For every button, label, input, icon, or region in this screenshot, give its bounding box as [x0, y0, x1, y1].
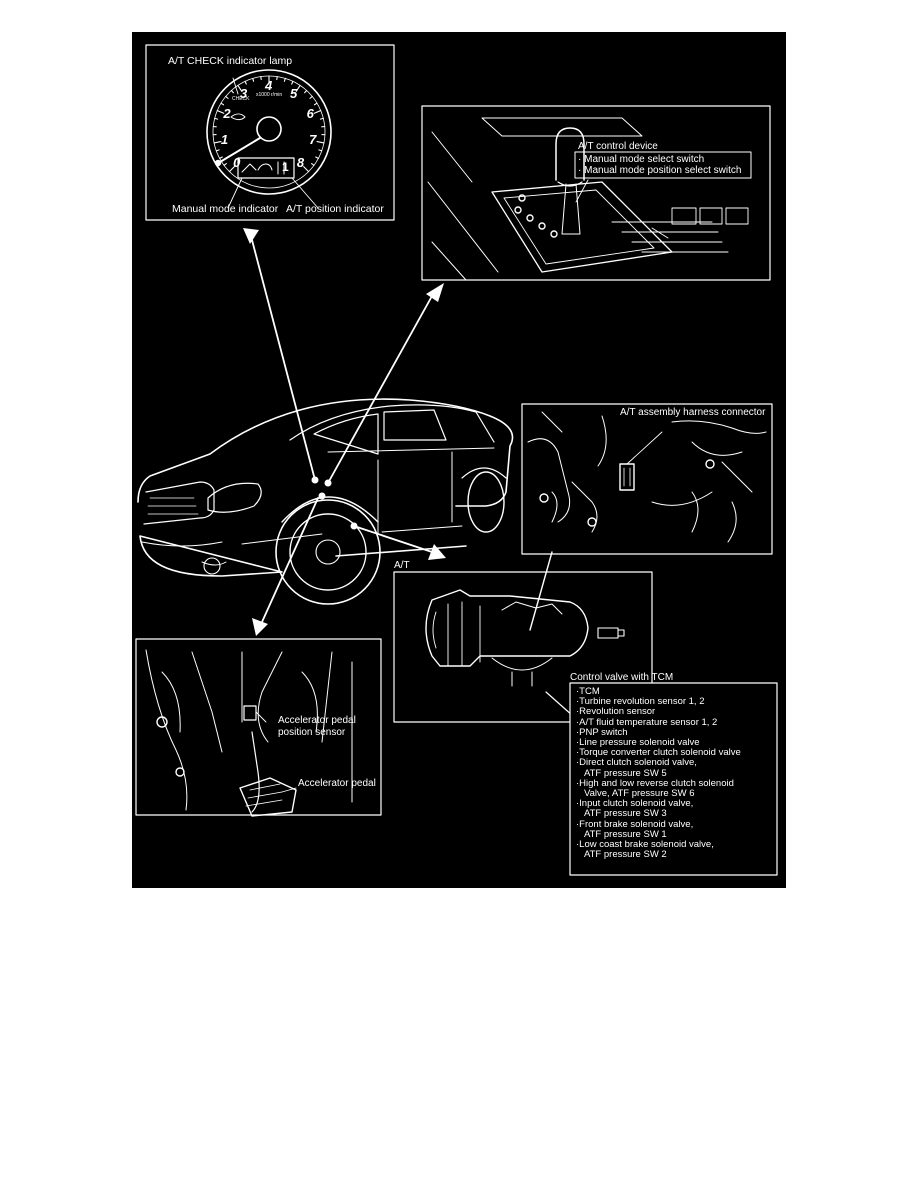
control-valve-item: Direct clutch solenoid valve,: [576, 758, 741, 768]
meter-location-dot: [311, 476, 319, 484]
harness-connector-panel: [521, 403, 773, 555]
pedal-panel: [135, 638, 382, 817]
control-valve-item: TCM: [576, 686, 741, 697]
tachometer-tick: [295, 84, 301, 92]
pedal-sensor-label-line2: position sensor: [278, 727, 346, 738]
shifter-item-2: · Manual mode position select switch: [578, 165, 742, 176]
tachometer-tick: [214, 117, 219, 120]
tachometer-tick: [223, 163, 227, 166]
tachometer-tick: [225, 95, 229, 99]
check-lamp-label: A/T CHECK indicator lamp: [168, 55, 293, 67]
tachometer-tick: [244, 80, 247, 85]
control-device-label: A/T control device: [578, 141, 658, 152]
tachometer-tick: [313, 110, 322, 114]
pedal-sensor-label-line1: Accelerator pedal: [278, 715, 356, 726]
tachometer-tick: [304, 89, 308, 94]
control-valve-item: Front brake solenoid valve,: [576, 819, 741, 830]
control-valve-item: Turbine revolution sensor 1, 2: [576, 696, 741, 707]
tachometer-tick: [219, 156, 223, 159]
tachometer-tick: [319, 117, 324, 120]
tachometer-tick: [237, 84, 243, 92]
tachometer-tick: [303, 166, 310, 173]
tachometer-tick: [215, 149, 220, 152]
position-indicator-label: A/T position indicator: [286, 203, 384, 215]
tachometer-digit: 4: [265, 78, 273, 93]
control-valve-item: ATF pressure SW 3: [584, 808, 667, 820]
tachometer-tick: [283, 77, 286, 82]
transmission-location-dot: [350, 522, 358, 530]
control-valve-item: High and low reverse clutch solenoid: [576, 778, 741, 789]
control-valve-items: TCMTurbine revolution sensor 1, 2Revolut…: [576, 686, 741, 861]
control-valve-item: A/T fluid temperature sensor 1, 2: [576, 717, 741, 728]
control-valve-item: Torque converter clutch solenoid valve: [576, 748, 741, 758]
tachometer-tick: [311, 163, 315, 166]
tachometer-tick: [216, 110, 225, 114]
shifter-item-2-text: Manual mode position select switch: [584, 165, 742, 176]
tachometer-digit: 7: [309, 131, 317, 147]
gear-position-display: 1: [282, 160, 289, 174]
control-valve-item: Low coast brake solenoid valve,: [576, 839, 741, 850]
tachometer-tick: [230, 89, 234, 94]
tachometer-digit: 6: [306, 105, 314, 121]
shifter-location-dot: [324, 479, 332, 487]
control-valve-title: Control valve with TCM: [570, 672, 674, 683]
shifter-panel: [421, 105, 771, 281]
control-valve-item: Input clutch solenoid valve,: [576, 799, 741, 809]
control-valve-item: Valve, ATF pressure SW 6: [584, 788, 695, 800]
tachometer-tick: [315, 156, 319, 159]
shifter-item-1-text: Manual mode select switch: [584, 154, 705, 165]
shifter-item-1: · Manual mode select switch: [578, 154, 705, 165]
control-valve-item: Line pressure solenoid valve: [576, 737, 741, 748]
tachometer-tick: [228, 166, 235, 173]
tachometer-digit: 0: [233, 154, 241, 170]
pointer-lines: [243, 228, 583, 725]
tachometer-digit: 3: [239, 85, 248, 101]
tachometer-digit: 2: [223, 105, 231, 121]
control-valve-item: PNP switch: [576, 727, 741, 738]
tachometer-tick: [318, 149, 323, 152]
manual-mode-indicator-label: Manual mode indicator: [172, 203, 279, 215]
combination-meter-panel: [145, 44, 395, 221]
tachometer-tick: [213, 141, 222, 144]
check-text: CHECK: [232, 96, 250, 102]
tachometer-tick: [313, 102, 318, 106]
tachometer-digit: 5: [290, 85, 298, 101]
tachometer-tick: [291, 80, 294, 85]
harness-connector-label: A/T assembly harness connector: [620, 407, 766, 418]
accelerator-pedal-label: Accelerator pedal: [298, 778, 376, 789]
tachometer-tick: [252, 77, 255, 82]
tachometer-tick: [220, 102, 225, 106]
pedal-location-dot: [318, 492, 326, 500]
rpm-caption: x1000 r/min: [256, 92, 283, 98]
tachometer-tick: [309, 95, 313, 99]
control-valve-item: ATF pressure SW 1: [584, 828, 667, 840]
at-label: A/T: [394, 560, 410, 571]
control-valve-item: ATF pressure SW 2: [584, 849, 667, 861]
control-valve-item: Revolution sensor: [576, 707, 741, 717]
vehicle-illustration: [137, 398, 514, 605]
tachometer-tick: [316, 141, 325, 144]
tachometer-digit: 1: [220, 131, 229, 147]
control-valve-item: ATF pressure SW 5: [584, 767, 667, 779]
tachometer-digit: 8: [296, 154, 305, 170]
